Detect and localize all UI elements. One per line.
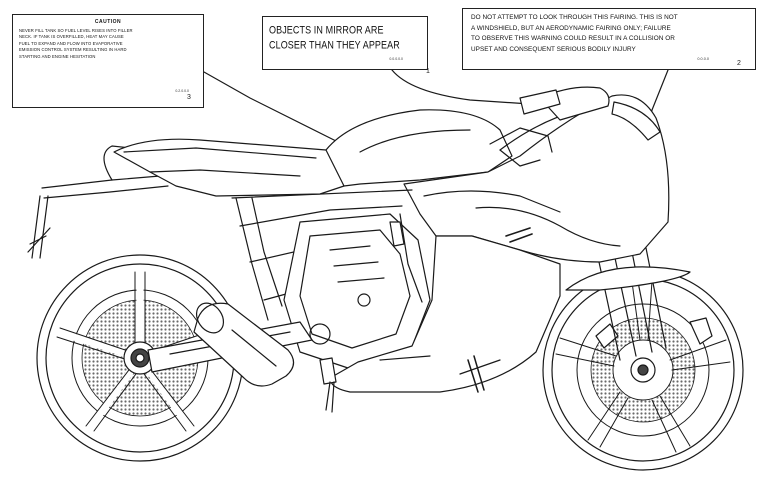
caution-line: EMISSION CONTROL SYSTEM RESULTING IN HAR… [19, 47, 127, 53]
mirror-text: OBJECTS IN MIRROR ARE CLOSER THAN THEY A… [269, 22, 421, 52]
front-fork [565, 237, 691, 361]
caution-line: STARTING AND ENGINE HESITATION [19, 53, 96, 59]
fuel-tank [325, 109, 513, 187]
rear-frame [27, 145, 169, 259]
warning-line: UPSET AND CONSEQUENT SERIOUS BODILY INJU… [471, 45, 636, 53]
warning-part-code: 0.0.0.0 [697, 57, 709, 61]
mirror-part-code: 0.0.0.0.0 [389, 57, 403, 61]
engine [283, 213, 431, 371]
seat-tail [113, 138, 351, 197]
caution-reference-number: 3 [187, 94, 191, 101]
cockpit [489, 89, 561, 167]
exhaust [193, 302, 295, 387]
mirror-line: OBJECTS IN MIRROR ARE [269, 23, 384, 36]
caution-line: NECK. IF TANK IS OVERFILLED, HEAT MAY CA… [19, 34, 124, 40]
caution-text: NEVER FILL TANK SO FUEL LEVEL RISES INTO… [19, 28, 197, 60]
footpeg [319, 357, 337, 413]
caution-title: CAUTION [94, 19, 122, 25]
leader-line-caution [203, 71, 351, 149]
warning-line: TO OBSERVE THIS WARNING COULD RESULT IN … [471, 35, 675, 42]
mirror-reference-number: 1 [426, 68, 430, 75]
caution-line: NEVER FILL TANK SO FUEL LEVEL RISES INTO… [19, 28, 133, 33]
caution-label: CAUTION NEVER FILL TANK SO FUEL LEVEL RI… [12, 14, 204, 108]
caution-part-code: 0.2.0.0.0 [175, 89, 189, 93]
warning-line: DO NOT ATTEMPT TO LOOK THROUGH THIS FAIR… [471, 14, 678, 21]
warning-reference-number: 2 [737, 60, 741, 67]
mirror-label: OBJECTS IN MIRROR ARE CLOSER THAN THEY A… [262, 16, 428, 70]
front-wheel [542, 269, 744, 471]
leader-line-mirror [391, 69, 531, 105]
warning-text: DO NOT ATTEMPT TO LOOK THROUGH THIS FAIR… [471, 13, 749, 55]
fairing [403, 86, 670, 263]
warning-line: A WINDSHIELD, BUT AN AERODYNAMIC FAIRING… [471, 24, 671, 32]
caution-line: FUEL TO EXPAND AND FLOW INTO EVAPORATIVE [19, 40, 123, 46]
warning-label: DO NOT ATTEMPT TO LOOK THROUGH THIS FAIR… [462, 8, 756, 70]
mirror-line: CLOSER THAN THEY APPEAR [269, 38, 400, 51]
